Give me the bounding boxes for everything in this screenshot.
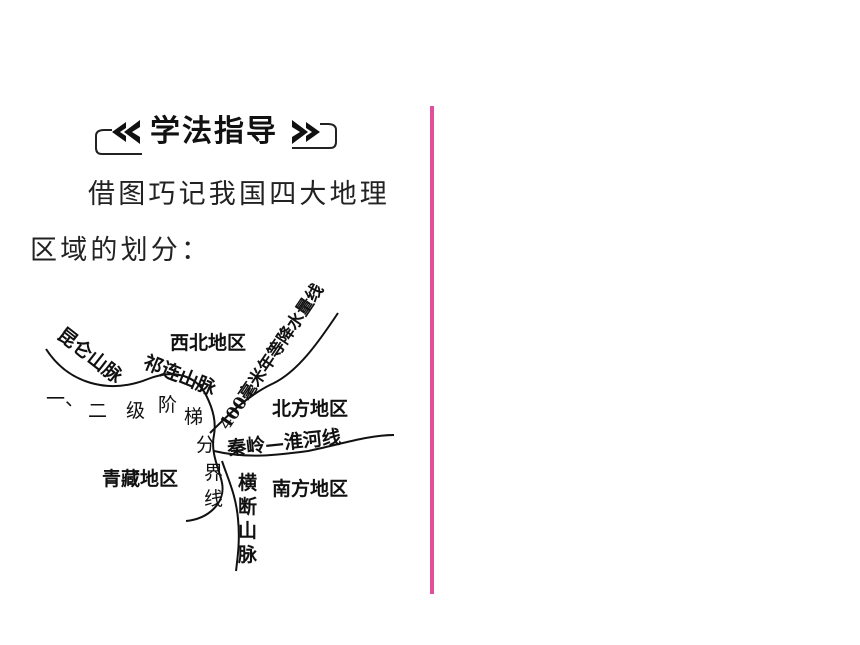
label-ladder-1: 一、 (46, 388, 84, 410)
qinling-huaihe-curve (213, 434, 395, 457)
section-title: 学法指导 (150, 114, 278, 149)
right-chevron-icon (292, 120, 320, 144)
label-hengduan-2: 断 (238, 495, 257, 518)
label-ladder-3: 级 (126, 400, 145, 422)
label-hengduan-4: 脉 (237, 543, 258, 566)
label-ladder-7: 界 (204, 462, 223, 484)
section-header-frame (95, 120, 337, 155)
label-ladder-4: 阶 (158, 394, 177, 416)
label-ladder-5: 梯 (184, 406, 203, 428)
section-header: 学法指导 (82, 110, 350, 156)
label-north: 北方地区 (272, 397, 348, 420)
intro-line-1: 借图巧记我国四大地理 (88, 179, 390, 210)
label-qingzang: 青藏地区 (102, 467, 178, 490)
region-division-map: 西北地区 北方地区 南方地区 青藏地区 昆仑山脉 祁连山脉 400毫米年等降水量… (38, 280, 398, 572)
intro-line-2: 区域的划分： (30, 235, 212, 266)
left-chevron-icon (112, 120, 140, 144)
hengduan-curve (221, 460, 240, 572)
isohyet-curve (209, 312, 339, 434)
label-hengduan-1: 横 (238, 471, 258, 494)
label-hengduan-3: 山 (238, 520, 257, 542)
label-south: 南方地区 (272, 477, 348, 500)
ladder-boundary-curve (45, 348, 224, 522)
label-ladder-8: 线 (204, 488, 223, 510)
label-kunlun: 昆仑山脉 (53, 323, 128, 389)
label-northwest: 西北地区 (170, 331, 246, 354)
label-qilian: 祁连山脉 (140, 350, 220, 400)
label-ladder-6: 分 (196, 434, 215, 456)
label-ladder-2: 二 (88, 400, 107, 422)
column-divider (430, 106, 434, 594)
